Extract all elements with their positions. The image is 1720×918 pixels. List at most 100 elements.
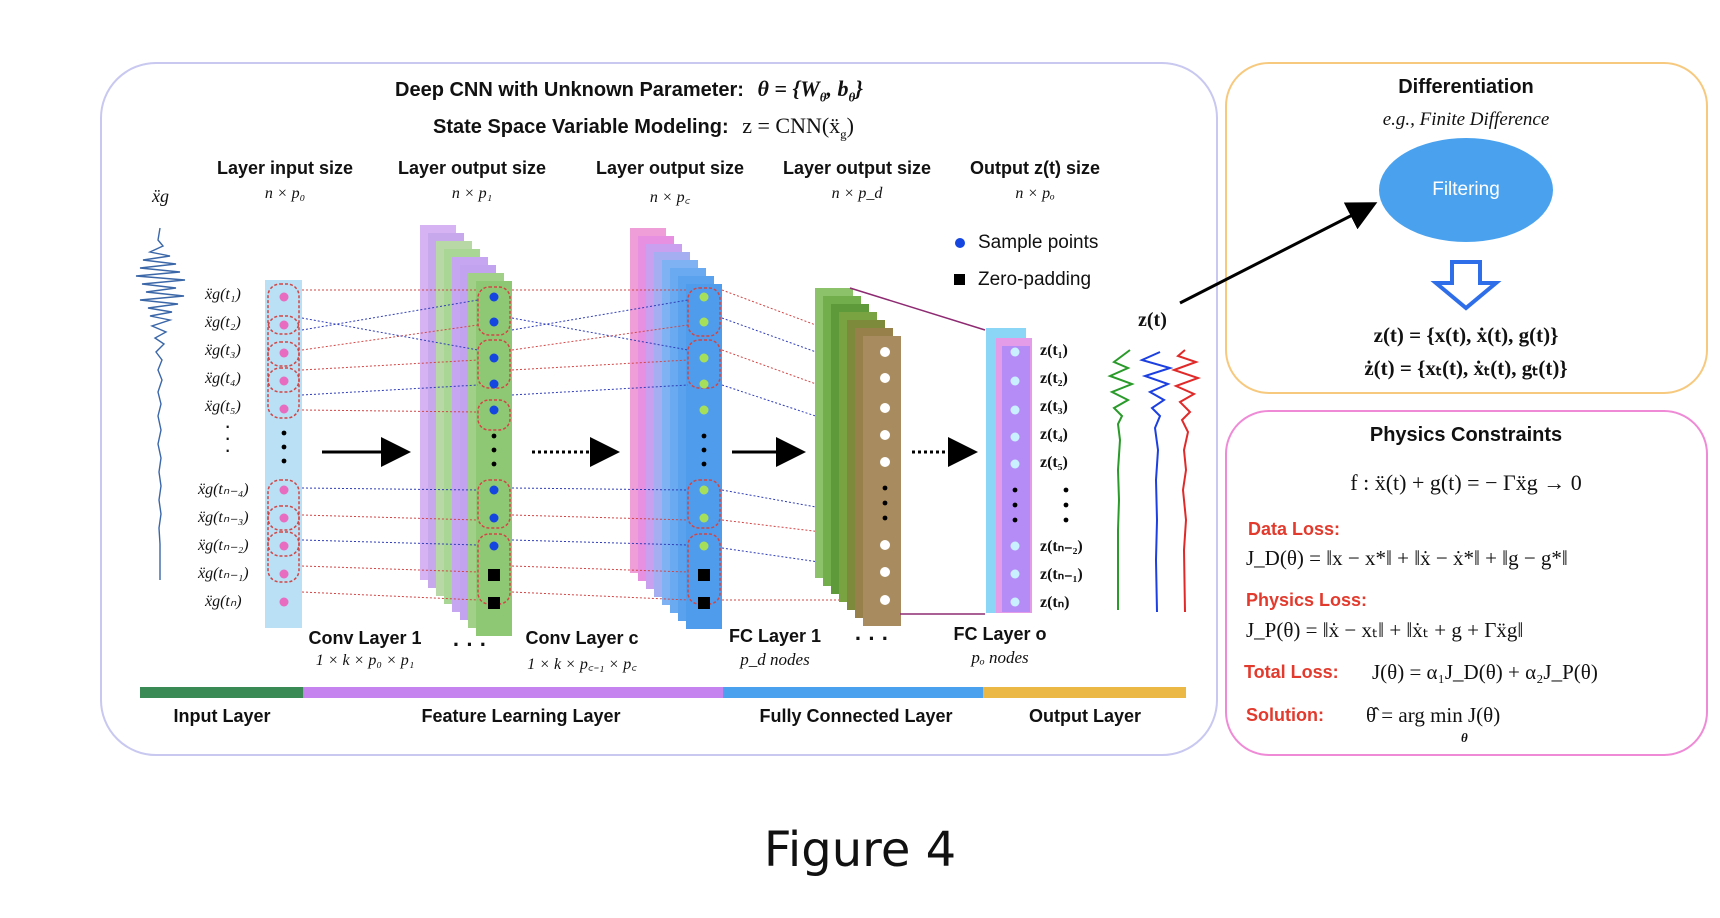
main-subtitle-math: z = CNN(ẍg) [742,113,854,142]
physics-loss-label: Physics Loss: [1246,590,1368,610]
main-subtitle: State Space Variable Modeling: z = CNN(ẍ… [433,113,854,142]
conv1-zero-padding [488,433,500,609]
section-label-output: Output Layer [1028,706,1142,726]
input-label-tn-1: ẍg(tₙ₋₁) [198,565,249,582]
legend-zero-padding-icon [954,274,965,285]
figure-caption: Figure 4 [763,822,957,878]
input-label-tn-3: ẍg(tₙ₋₃) [198,509,249,526]
input-label-t3: ẍg(t₃) [205,342,241,359]
caption-conv-layer-c-detail: 1 × k × p꜀₋₁ × p꜀ [527,656,637,673]
size-header-output: Output z(t) size [970,158,1100,178]
caption-conv-layer-c: Conv Layer c [525,628,639,648]
caption-fc-layer-1: FC Layer 1 [728,626,822,646]
legend-sample-point-icon [955,238,965,248]
caption-ellipsis-1: · · · [452,632,488,657]
physics-loss-eq: J_P(θ) = ‖ẋ − xₜ‖ + ‖ẋₜ + g + Γẍg‖ [1246,618,1524,642]
convc-nodes [699,292,709,551]
arrow-to-filtering [1179,202,1378,305]
total-loss-eq: J(θ) = α₁J_D(θ) + α₂J_P(θ) [1372,660,1598,684]
output-layer-front [1002,346,1030,612]
differentiation-title: Differentiation [1398,76,1534,98]
filtering-node [1379,138,1553,242]
filtering-label: Filtering [1432,179,1500,200]
legend-sample-points: Sample points [978,232,1099,253]
output-label-tn-2: z(tₙ₋₂) [1040,538,1083,555]
section-bar-input [140,687,303,698]
output-label-t5: z(t₅) [1040,454,1068,471]
size-header-conv1: Layer output size [397,158,547,178]
physics-title: Physics Constraints [1369,424,1563,446]
down-arrow-icon [1430,260,1502,311]
output-nodes [1010,347,1020,607]
caption-fc-layer-o-detail: pₒ nodes [971,648,1029,667]
conv-layer-1-stack [420,225,512,636]
input-signal-waveform [135,227,186,580]
input-vertical-dots [281,430,287,464]
section-bar-fc [723,687,983,698]
output-vertical-dots [1012,487,1069,523]
input-signal-label: ẍg [152,186,169,206]
differentiation-panel [1225,62,1708,394]
solution-label: Solution: [1246,705,1324,725]
output-label-t2: z(t₂) [1040,370,1068,387]
size-header-fc: Layer output size [782,158,932,178]
cnn-panel [100,62,1218,756]
conv1-to-convc-connections [511,289,689,601]
section-label-fc: Fully Connected Layer [759,706,953,726]
convc-zero-padding [698,433,710,609]
output-signal-label: z(t) [1138,309,1167,331]
main-title: Deep CNN with Unknown Parameter: θ = {Wθ… [395,76,863,105]
conv1-windows [477,286,511,605]
section-label-input: Input Layer [173,706,271,726]
section-label-feature: Feature Learning Layer [421,706,621,726]
size-dims-conv1: n × p₁ [451,185,493,202]
differentiation-subtitle: e.g., Finite Difference [1382,109,1550,130]
fc-layer-stack [815,288,901,626]
output-signal-blue [1139,351,1174,613]
fc-vertical-dots [882,485,888,521]
physics-constraints-panel [1225,410,1708,756]
legend-zero-padding: Zero-padding [978,269,1092,290]
conv1-nodes [489,292,499,551]
main-subtitle-label: State Space Variable Modeling: [433,116,729,138]
input-label-t2: ẍg(t₂) [205,314,241,331]
size-dims-convc: n × p꜀ [649,189,691,206]
physics-constraint-eq: f : ẍ(t) + g(t) = − Γẍg → 0 [1350,470,1582,495]
caption-conv-layer-1-detail: 1 × k × p₀ × p₁ [315,652,415,669]
output-signal-green [1107,349,1135,610]
differentiation-eq1: z(t) = {x(t), ẋ(t), g(t)} [1373,323,1559,347]
input-label-vertical-ellipsis: ··· [224,413,232,462]
input-label-t4: ẍg(t₄) [205,370,241,387]
input-label-tn: ẍg(tₙ) [205,593,242,610]
input-label-tn-2: ẍg(tₙ₋₂) [198,537,249,554]
caption-ellipsis-2: · · · [854,626,890,651]
output-label-tn: z(tₙ) [1040,594,1070,611]
output-signal-red [1170,349,1202,613]
caption-fc-layer-o: FC Layer o [953,624,1047,644]
output-label-tn-1: z(tₙ₋₁) [1040,566,1083,583]
output-label-t3: z(t₃) [1040,398,1068,415]
size-dims-input: n × p₀ [264,185,306,202]
input-label-t1: ẍg(t₁) [205,286,241,303]
fc-to-output-top-edge [849,287,986,331]
main-title-label: Deep CNN with Unknown Parameter: [395,79,744,101]
differentiation-eq2: ż(t) = {xₜ(t), ẋₜ(t), gₜ(t)} [1364,356,1568,380]
data-loss-label: Data Loss: [1248,519,1341,539]
input-label-tn-4: ẍg(tₙ₋₄) [198,481,249,498]
input-nodes [279,292,289,607]
size-header-input: Layer input size [216,158,354,178]
caption-conv-layer-1: Conv Layer 1 [308,628,422,648]
caption-fc-layer-1-detail: p_d nodes [740,650,810,669]
size-header-convc: Layer output size [595,158,745,178]
size-dims-fc: n × p_d [831,185,883,202]
output-label-t1: z(t₁) [1040,342,1068,359]
solution-eq: θ̂ = arg min J(θ) [1366,703,1501,727]
conv-layer-c-stack [630,228,722,629]
size-dims-output: n × pₒ [1015,185,1055,202]
total-loss-label: Total Loss: [1244,662,1339,682]
fc-nodes [880,347,890,605]
output-label-t4: z(t₄) [1040,426,1068,443]
section-bar-output [983,687,1186,698]
input-to-conv1-connections [301,289,479,601]
